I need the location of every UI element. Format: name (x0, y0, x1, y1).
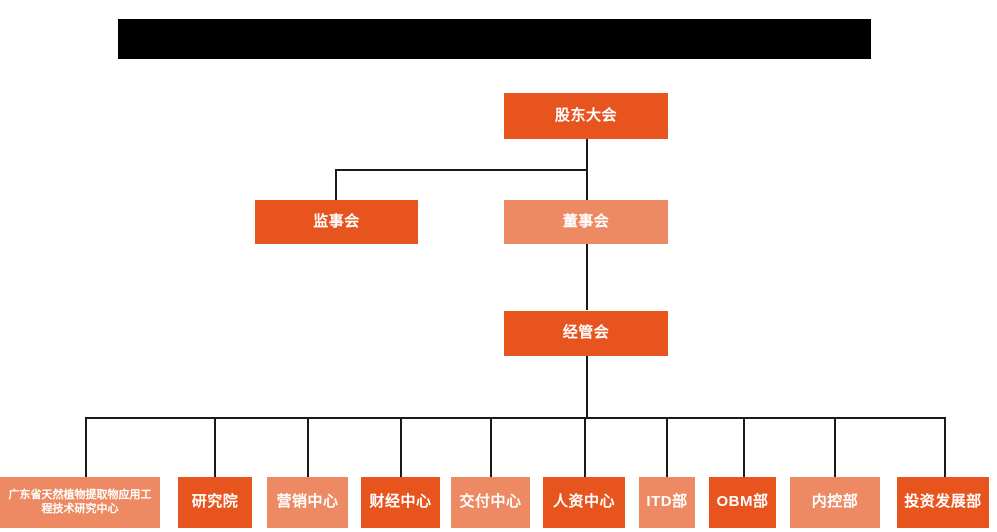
node-shareholders-meeting[interactable]: 股东大会 (504, 93, 668, 139)
connector-drop-hr-center (584, 417, 586, 477)
node-delivery-center[interactable]: 交付中心 (451, 477, 530, 528)
node-management-committee[interactable]: 经管会 (504, 311, 668, 356)
connector-shareholders-down (586, 139, 588, 170)
connector-drop-investment-development-dept (944, 417, 946, 477)
connector-management-to-bus (586, 356, 588, 418)
connector-department-bus (86, 417, 946, 419)
connector-directors-to-management (586, 243, 588, 310)
connector-drop-engineering-research-center (85, 417, 87, 477)
connector-drop-finance-center (400, 417, 402, 477)
connector-to-directors (586, 169, 588, 201)
node-marketing-center[interactable]: 营销中心 (267, 477, 348, 528)
node-hr-center[interactable]: 人资中心 (543, 477, 625, 528)
connector-drop-marketing-center (307, 417, 309, 477)
node-obm-dept[interactable]: OBM部 (709, 477, 776, 528)
node-investment-development-dept[interactable]: 投资发展部 (897, 477, 989, 528)
node-internal-control-dept[interactable]: 内控部 (790, 477, 880, 528)
connector-drop-itd-dept (666, 417, 668, 477)
redacted-title-bar (118, 19, 871, 59)
node-board-of-directors[interactable]: 董事会 (504, 200, 668, 244)
connector-drop-research-institute (214, 417, 216, 477)
connector-drop-internal-control-dept (834, 417, 836, 477)
connector-drop-obm-dept (743, 417, 745, 477)
node-board-of-supervisors[interactable]: 监事会 (255, 200, 418, 244)
node-finance-center[interactable]: 财经中心 (361, 477, 440, 528)
node-research-institute[interactable]: 研究院 (178, 477, 252, 528)
node-engineering-research-center[interactable]: 广东省天然植物提取物应用工程技术研究中心 (0, 477, 160, 528)
connector-to-supervisors (335, 169, 337, 201)
node-itd-dept[interactable]: ITD部 (639, 477, 695, 528)
connector-drop-delivery-center (490, 417, 492, 477)
connector-level2-horizontal (336, 169, 587, 171)
